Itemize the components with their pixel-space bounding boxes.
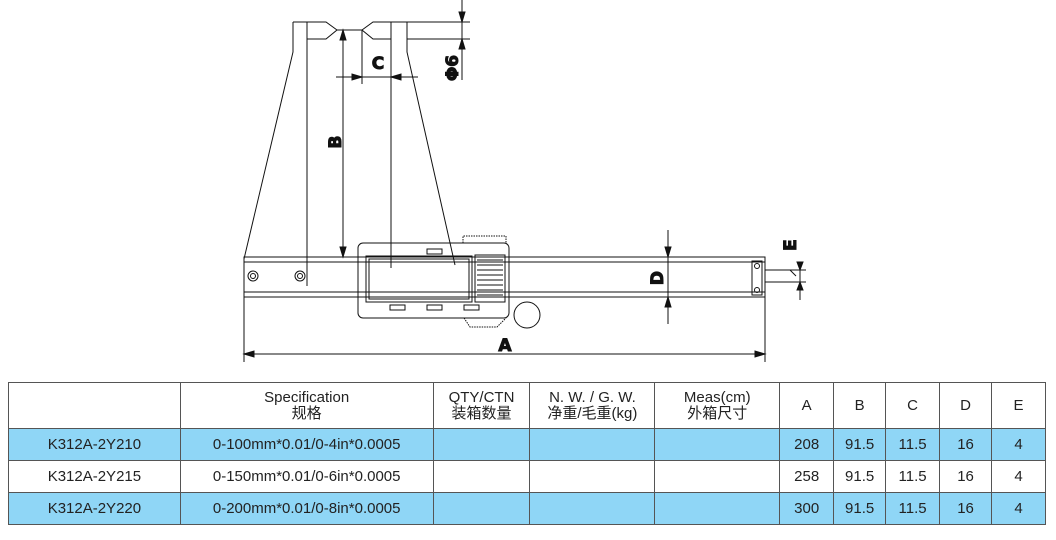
cell-model: K312A-2Y210: [8, 428, 181, 461]
dimension-label-phi6: Φ6: [443, 55, 463, 81]
cell-e: 4: [991, 428, 1046, 461]
table-row: K312A-2Y220 0-200mm*0.01/0-8in*0.0005 30…: [8, 492, 1046, 525]
cell-meas: [654, 428, 781, 461]
cell-weight: [529, 460, 656, 493]
header-model: [8, 382, 181, 429]
cell-d: 16: [939, 492, 992, 525]
cell-weight: [529, 492, 656, 525]
left-jaw: [243, 21, 338, 286]
cell-spec: 0-150mm*0.01/0-6in*0.0005: [179, 460, 434, 493]
header-d: D: [939, 382, 992, 429]
screw-icon: [294, 270, 306, 282]
cell-c: 11.5: [885, 460, 941, 493]
cell-a: 258: [779, 460, 835, 493]
cell-b: 91.5: [833, 428, 887, 461]
table-row: K312A-2Y215 0-150mm*0.01/0-6in*0.0005 25…: [8, 460, 1046, 493]
cell-weight: [529, 428, 656, 461]
cell-model: K312A-2Y220: [8, 492, 181, 525]
cell-a: 300: [779, 492, 835, 525]
cell-c: 11.5: [885, 492, 941, 525]
table-row: K312A-2Y210 0-100mm*0.01/0-4in*0.0005 20…: [8, 428, 1046, 461]
screw-icon: [247, 270, 259, 282]
cell-spec: 0-100mm*0.01/0-4in*0.0005: [179, 428, 434, 461]
cell-d: 16: [939, 428, 992, 461]
cell-a: 208: [779, 428, 835, 461]
caliper-technical-drawing: A B C Φ6 D E: [242, 0, 806, 362]
cell-qty: [432, 428, 531, 461]
thumb-wheel: [513, 301, 541, 329]
cell-d: 16: [939, 460, 992, 493]
header-meas: Meas(cm)外箱尺寸: [654, 382, 781, 429]
dimension-label-e: E: [781, 239, 801, 251]
cell-b: 91.5: [833, 460, 887, 493]
header-weight: N. W. / G. W.净重/毛重(kg): [529, 382, 656, 429]
header-c: C: [885, 382, 941, 429]
header-b: B: [833, 382, 887, 429]
cell-model: K312A-2Y215: [8, 460, 181, 493]
cell-c: 11.5: [885, 428, 941, 461]
cell-meas: [654, 492, 781, 525]
cell-b: 91.5: [833, 492, 887, 525]
cell-spec: 0-200mm*0.01/0-8in*0.0005: [179, 492, 434, 525]
dimension-label-c: C: [372, 54, 384, 74]
cell-qty: [432, 460, 531, 493]
digital-display-unit: [357, 235, 541, 329]
cell-meas: [654, 460, 781, 493]
header-a: A: [779, 382, 835, 429]
cell-e: 4: [991, 492, 1046, 525]
cell-qty: [432, 492, 531, 525]
dimension-label-d: D: [648, 271, 668, 285]
header-e: E: [991, 382, 1046, 429]
right-jaw: [337, 21, 456, 268]
dimension-label-b: B: [326, 136, 346, 149]
dimension-label-a: A: [498, 336, 512, 356]
cell-e: 4: [991, 460, 1046, 493]
